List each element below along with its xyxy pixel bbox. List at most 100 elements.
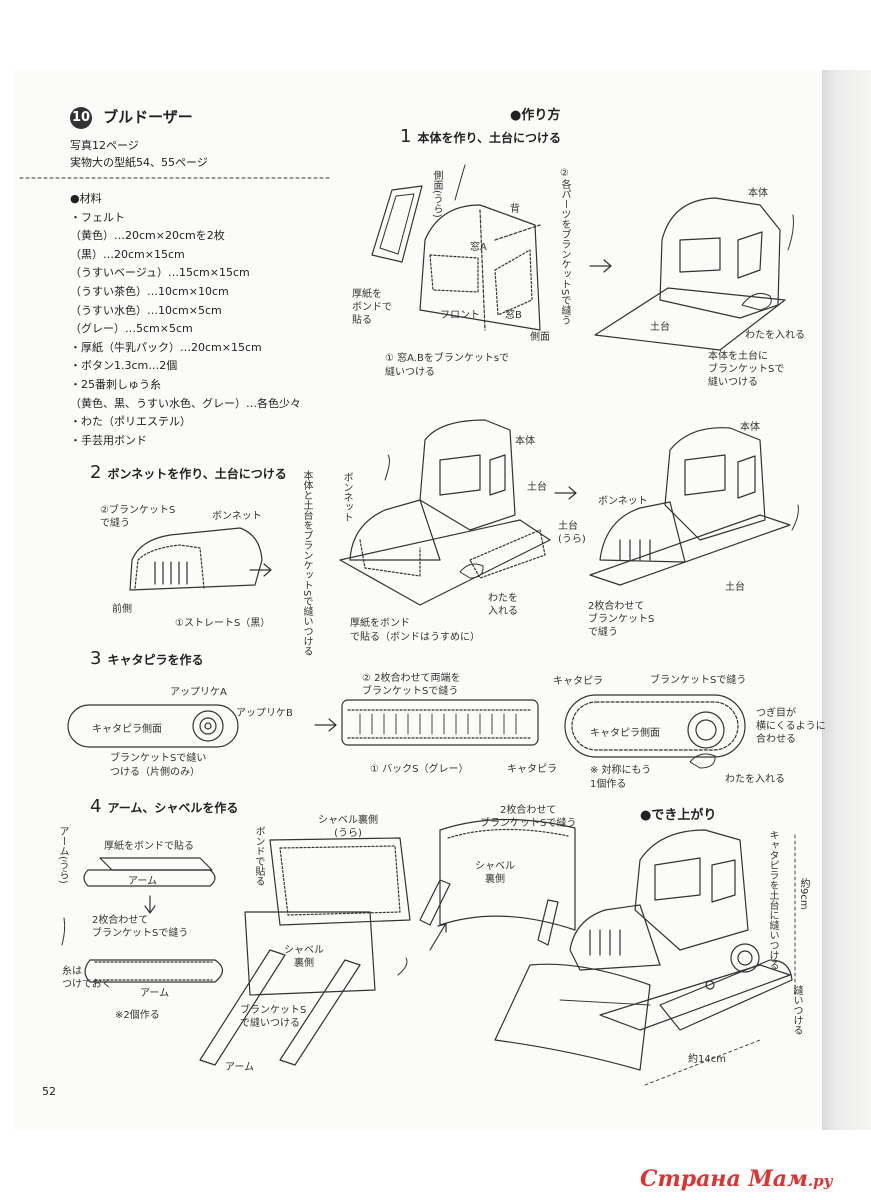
finished-bulldozer-drawing — [494, 829, 793, 1071]
s2-body2-label: 本体 — [740, 422, 760, 433]
watermark-text: Страна Мам — [640, 1166, 808, 1192]
s1-windowA-label: 窓A — [470, 242, 487, 253]
material-item: ・厚紙（牛乳パック）…20cm×15cm — [70, 340, 262, 354]
s4-two-label: 2枚合わせて ブランケットSで縫う — [92, 915, 189, 939]
s1-back-label: 背 — [510, 204, 520, 215]
step4-arm-drawing — [61, 857, 224, 983]
s2-cotton-label: わたを 入れる — [488, 593, 518, 617]
step2-bonnet-drawing — [129, 527, 263, 591]
s4-arm2-label: アーム — [140, 988, 170, 999]
s2-two-label: 2枚合わせて ブランケットS で縫う — [588, 601, 655, 638]
s1-windowB-label: 窓B — [505, 310, 522, 321]
recipe-number-badge: 10 — [70, 107, 92, 129]
s4-bond-vertical: ボンドで貼る — [253, 826, 264, 886]
step-1-number: 1 — [400, 126, 412, 147]
s4-arm-label: アーム — [128, 876, 158, 887]
s3-sew-label: ブランケットSで縫い つける（片側のみ） — [110, 753, 207, 778]
material-item: （うすいベージュ）…15cm×15cm — [70, 266, 250, 280]
s2-bonnet-label: ボンネット — [212, 511, 262, 522]
step4-shovel-back-drawing — [269, 837, 411, 926]
s1-base-label: 土台 — [650, 322, 670, 333]
s2-board-label: 厚紙をボンド で貼る（ボンドはうすめに） — [350, 618, 480, 643]
step-3-number: 3 — [90, 648, 102, 669]
s3-appA-label: アップリケA — [170, 687, 227, 698]
s1-note1: ① 窓A.Bをブランケットsで 縫いつける — [385, 353, 510, 378]
pattern-ref: 実物大の型紙54、55ページ — [70, 156, 208, 169]
s2-base-back-label: 土台 (うら) — [558, 521, 586, 545]
s4-shovel-back-label: シャベル裏側 (うら) — [318, 815, 378, 839]
s2-sew-vertical: 本体と土台をブランケットSで縫いつける — [301, 470, 312, 657]
finished-heading: ●でき上がり — [640, 808, 717, 823]
step4-shovel-pair-drawing — [419, 818, 576, 946]
step-2-heading: 2 ボンネットを作り、土台につける — [90, 462, 287, 483]
method-heading: ●作り方 — [510, 108, 561, 123]
s3-appB-label: アップリケB — [236, 708, 293, 719]
s4-thread-label: 糸は つけておく — [62, 966, 112, 990]
material-item: ・ボタン1.3cm…2個 — [70, 359, 178, 373]
step2-arrow-2 — [554, 486, 577, 500]
s3-sym-label: ※ 対称にもう 1個作る — [590, 765, 652, 790]
material-item: （グレー）…5cm×5cm — [70, 322, 193, 336]
step-3-heading: 3 キャタピラを作る — [90, 648, 203, 669]
s2-front-label: 前側 — [112, 604, 132, 615]
page-gutter-shadow — [822, 70, 871, 1130]
s3-note2: ② 2枚合わせて両端を ブランケットSで縫う — [362, 673, 461, 697]
s1-cotton-label: わたを入れる — [745, 330, 805, 341]
s1-side-label: 側面(うら) — [431, 170, 442, 218]
s4-shovel-in-label: シャベル 裏側 — [284, 945, 324, 969]
step4-arrow — [429, 923, 447, 951]
step2-assembled-drawing — [589, 427, 799, 586]
s3-cat2-label: キャタピラ — [553, 676, 603, 687]
site-watermark: Страна Мам.ру — [640, 1166, 833, 1192]
recipe-title: 10 ブルドーザー — [70, 106, 193, 129]
step-3-title: キャタピラを作る — [107, 653, 204, 667]
step-4-heading: 4 アーム、シャベルを作る — [90, 796, 238, 817]
s1-front-label: フロント — [440, 310, 480, 321]
fin-width-label: 約14cm — [688, 1054, 726, 1065]
book-page — [14, 70, 822, 1130]
s4-x2-label: ※2個作る — [115, 1010, 160, 1021]
step3-assembled-drawing — [564, 694, 746, 769]
s2-bonnet2-label: ボンネット — [598, 496, 648, 507]
photo-ref: 写真12ページ — [70, 139, 139, 152]
material-item: （黄色、黒、うすい水色、グレー）…各色少々 — [70, 396, 301, 410]
material-item: ・手芸用ボンド — [70, 433, 147, 447]
s4-sew-label: ブランケットS で縫いつける — [240, 1005, 307, 1029]
s2-base-label: 土台 — [527, 482, 547, 493]
scan-bottom-margin — [0, 1130, 871, 1200]
step1-arrow — [589, 259, 612, 273]
s2-base2-label: 土台 — [725, 582, 745, 593]
step4-shovel-arm-drawing — [199, 911, 408, 1066]
s4-board-label: 厚紙をボンドで貼る — [104, 841, 194, 852]
s3-cat-label: キャタピラ — [507, 764, 557, 775]
material-item: ・わた（ポリエステル） — [70, 415, 191, 429]
s3-side-label: キャタピラ側面 — [92, 724, 162, 735]
s1-body-label: 本体 — [748, 188, 768, 199]
s3-join-label: つぎ目が 横にくるように 合わせる — [756, 708, 826, 745]
s4-two2-label: 2枚合わせて ブランケットSで縫う — [480, 805, 577, 829]
materials-list: ●材料 ・フェルト （黄色）…20cm×20cmを2枚 （黒）…20cm×15cm （… — [70, 190, 301, 450]
material-item: （黄色）…20cm×20cmを2枚 — [70, 229, 225, 243]
step-2-title: ボンネットを作り、土台につける — [107, 467, 287, 481]
fin-arm-vertical: 縫いつける — [791, 985, 802, 1035]
material-item: （黒）…20cm×15cm — [70, 247, 185, 261]
step-4-number: 4 — [90, 796, 102, 817]
material-item: ・フェルト — [70, 210, 125, 224]
s2-note2: ②ブランケットS で縫う — [100, 505, 176, 529]
s4-shovel2-label: シャベル 裏側 — [475, 861, 515, 885]
s3-back-label: ① バックS（グレー） — [370, 764, 469, 775]
s4-arm-back-label: アーム(うら) — [57, 826, 68, 884]
finished-dimension-lines — [644, 834, 796, 1086]
step1-parts-drawing — [371, 164, 541, 331]
materials-heading: ●材料 — [70, 192, 102, 205]
step-4-title: アーム、シャベルを作る — [107, 801, 239, 815]
s1-board-label: 厚紙を ボンドで 貼る — [352, 289, 392, 326]
s3-cotton-label: わたを入れる — [725, 774, 785, 785]
fin-cat-vertical: キャタピラを土台に縫いつける — [767, 830, 778, 970]
step-2-number: 2 — [90, 462, 102, 483]
page-number: 52 — [42, 1085, 56, 1098]
s2-straight-label: ①ストレートS（黒） — [175, 618, 271, 629]
s2-body-label: 本体 — [515, 436, 535, 447]
fin-height-vertical: 約9cm — [798, 878, 809, 910]
